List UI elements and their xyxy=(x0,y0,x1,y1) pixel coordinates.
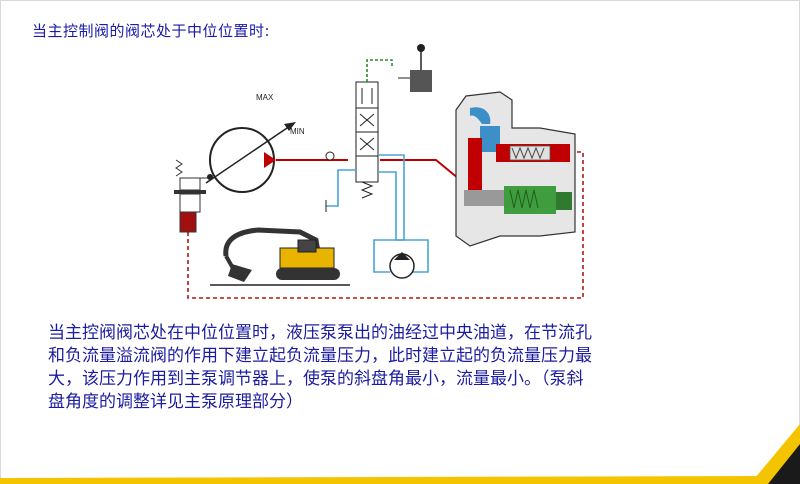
main-control-valve xyxy=(355,81,379,199)
caption-line: 和负流量溢流阀的作用下建立起负流量压力，此时建立起的负流量压力最 xyxy=(48,346,592,366)
slide-title: 当主控制阀的阀芯处于中位位置时: xyxy=(32,22,271,40)
bottom-decoration-bar xyxy=(0,474,800,484)
pilot-control-line xyxy=(366,59,393,82)
corner-logo-decoration xyxy=(750,424,800,484)
work-port-line-a xyxy=(373,154,405,273)
pump-min-label: MIN xyxy=(290,127,305,136)
variable-pump: MAX MIN xyxy=(205,93,305,193)
relief-spring-icon xyxy=(511,146,545,160)
excavator-illustration xyxy=(210,227,350,286)
motor-triangle-icon xyxy=(394,252,410,260)
caption-line: 大，该压力作用到主泵调节器上，使泵的斜盘角最小，流量最小。（泵斜 xyxy=(48,369,584,389)
pilot-joystick xyxy=(398,44,432,92)
valve-spring-icon xyxy=(360,181,374,199)
check-valve-icon xyxy=(325,151,335,161)
hydraulic-motor xyxy=(389,252,415,279)
return-line-left xyxy=(326,169,356,207)
negative-flow-pilot-line xyxy=(187,151,584,299)
swash-arrow xyxy=(205,125,291,184)
orifice-spring-icon xyxy=(509,189,539,209)
pump-outlet-triangle-icon xyxy=(264,152,276,168)
work-port-line-b xyxy=(378,171,429,273)
caption-line: 盘角度的调整详见主泵原理部分） xyxy=(48,392,303,412)
pump-max-label: MAX xyxy=(256,93,274,102)
slide-caption: 当主控阀阀芯处在中位位置时，液压泵泵出的油经过中央油道，在节流孔 和负流量溢流阀… xyxy=(48,322,688,414)
regulator-spring-icon xyxy=(175,159,183,177)
pump-regulator xyxy=(174,159,213,233)
negative-flow-relief-valve xyxy=(455,91,576,247)
caption-line: 当主控阀阀芯处在中位位置时，液压泵泵出的油经过中央油道，在节流孔 xyxy=(48,323,592,343)
